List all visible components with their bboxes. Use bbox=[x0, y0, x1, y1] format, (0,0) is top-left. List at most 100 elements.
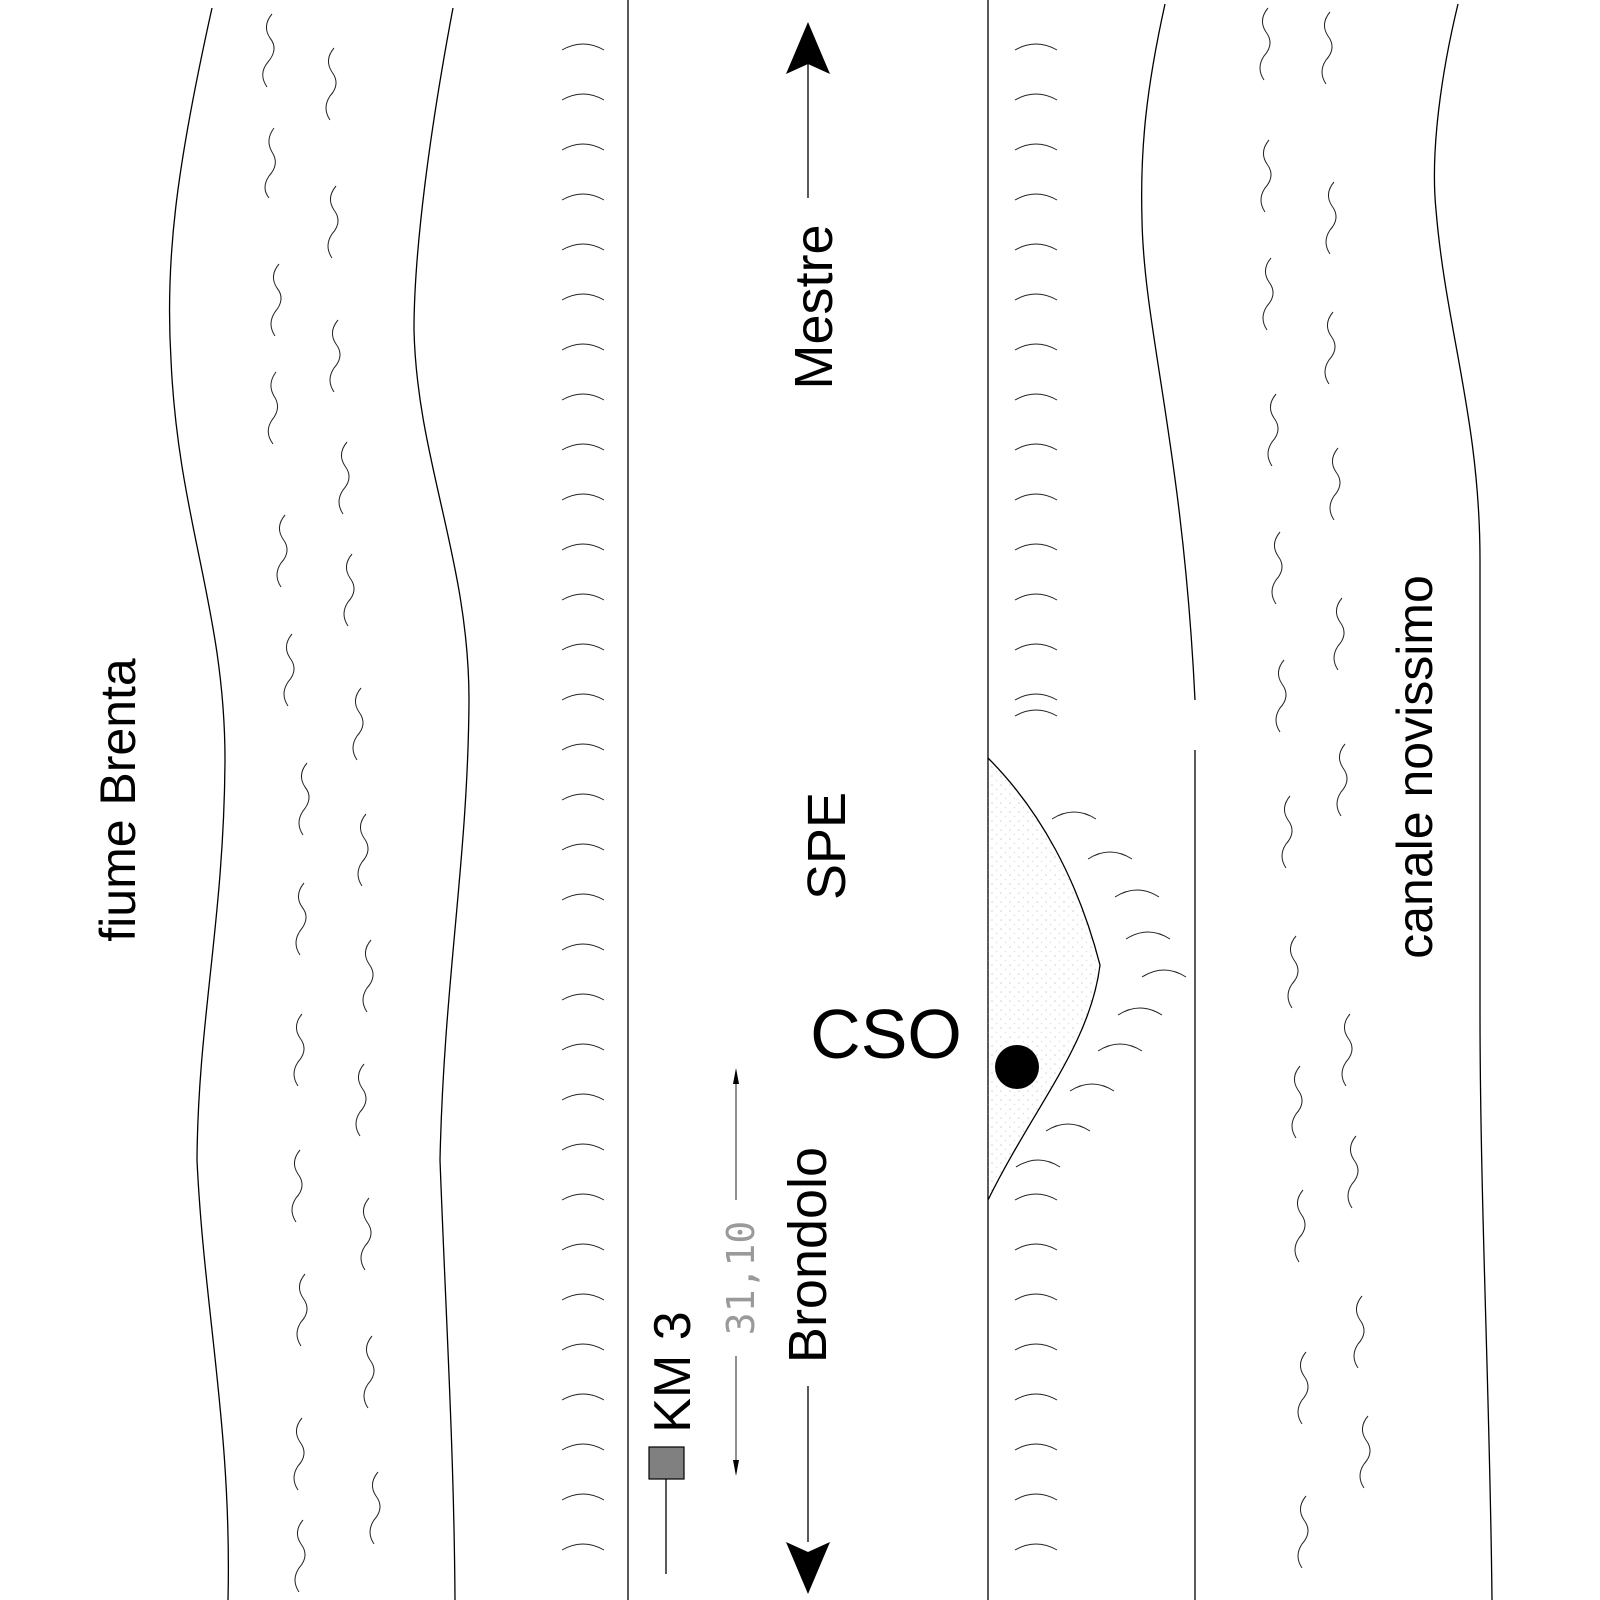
embankment-hatch-mark bbox=[1014, 43, 1058, 51]
water-ripple-2 bbox=[264, 127, 276, 199]
embankment-hatch-mark bbox=[1014, 93, 1058, 101]
embankment-hatch-mark bbox=[1014, 393, 1058, 401]
canal-ripple-18 bbox=[1336, 743, 1348, 817]
embankment-hatch-mark bbox=[561, 1543, 605, 1551]
brenta-bank-left bbox=[168, 7, 230, 1600]
embankment-hatch-mark bbox=[561, 593, 605, 601]
canal-water-ripples bbox=[1259, 7, 1371, 1569]
embankment-hatch-mark bbox=[561, 1293, 605, 1301]
embankment-hatch-mark bbox=[561, 1193, 605, 1201]
embankment-hatch-mark bbox=[1014, 593, 1058, 601]
embankment-hatch-mark bbox=[1014, 493, 1058, 501]
water-ripple-25 bbox=[369, 1471, 381, 1545]
lay-by-area bbox=[987, 757, 1101, 1201]
embankment-hatch-mark bbox=[1014, 1493, 1058, 1501]
south-direction-arrow bbox=[786, 1386, 830, 1594]
water-ripple-1 bbox=[262, 13, 275, 88]
embankment-hatch-mark bbox=[561, 1393, 605, 1401]
south-destination-label: Brondolo bbox=[778, 1147, 838, 1363]
water-ripple-3 bbox=[270, 263, 282, 337]
lay-by-hatch-mark bbox=[1015, 1159, 1061, 1168]
lay-by-hatch-mark bbox=[1087, 851, 1133, 860]
canal-bank-left bbox=[1140, 3, 1196, 701]
embankment-hatch-mark bbox=[561, 543, 605, 551]
canal-ripple-19 bbox=[1341, 1013, 1353, 1087]
embankment-hatch-mark bbox=[1014, 1393, 1058, 1401]
water-ripple-8 bbox=[295, 882, 307, 956]
canal-ripple-5 bbox=[1271, 531, 1283, 605]
embankment-hatch-mark bbox=[561, 393, 605, 401]
lay-by-hatch-mark bbox=[1051, 811, 1097, 820]
canal-ripple-12 bbox=[1297, 1495, 1309, 1569]
embankment-hatch-mark bbox=[1014, 343, 1058, 351]
canal-ripple-6 bbox=[1275, 659, 1287, 733]
canal-label: canale novissimo bbox=[1387, 575, 1443, 959]
embankment-hatch-mark bbox=[561, 1493, 605, 1501]
lay-by-hatch-mark bbox=[1097, 1043, 1143, 1052]
canal-ripple-17 bbox=[1333, 597, 1345, 671]
canal-ripple-4 bbox=[1267, 393, 1279, 467]
water-ripple-13 bbox=[294, 1519, 306, 1593]
embankment-hatch-mark bbox=[561, 643, 605, 651]
lay-by-hatch-mark bbox=[1069, 1083, 1115, 1092]
kilometer-square-icon bbox=[648, 1446, 685, 1480]
lay-by-hatching bbox=[1015, 811, 1187, 1168]
water-ripple-20 bbox=[357, 813, 369, 887]
embankment-hatch-mark bbox=[1014, 243, 1058, 251]
north-direction-arrow bbox=[786, 22, 830, 198]
canal-ripple-13 bbox=[1321, 11, 1333, 85]
water-ripple-7 bbox=[298, 762, 310, 836]
water-ripple-22 bbox=[355, 1063, 367, 1137]
embankment-hatch-mark bbox=[1014, 1543, 1058, 1551]
brenta-bank-right bbox=[413, 7, 470, 1600]
arrowhead-up-icon bbox=[786, 22, 830, 74]
river-label: fiume Brenta bbox=[90, 658, 146, 942]
embankment-hatch-mark bbox=[1014, 143, 1058, 151]
site-marker-icon bbox=[995, 1045, 1039, 1089]
water-ripple-16 bbox=[329, 319, 341, 393]
water-ripple-23 bbox=[360, 1197, 372, 1271]
lay-by-hatch-mark bbox=[1114, 889, 1160, 898]
canal-ripple-14 bbox=[1325, 181, 1337, 255]
canal-ripple-21 bbox=[1353, 1295, 1365, 1369]
embankment-hatch-mark bbox=[561, 443, 605, 451]
canal-ripple-10 bbox=[1294, 1189, 1306, 1263]
dimension-arrow-up-icon bbox=[733, 1068, 739, 1084]
canal-ripple-20 bbox=[1347, 1135, 1359, 1209]
water-ripple-10 bbox=[291, 1149, 303, 1223]
water-ripple-5 bbox=[276, 514, 288, 588]
canal-ripple-15 bbox=[1324, 311, 1336, 385]
embankment-hatch-mark bbox=[1014, 293, 1058, 301]
embankment-hatch-mark bbox=[561, 843, 605, 851]
embankment-hatch-mark bbox=[1014, 693, 1058, 701]
embankment-hatching-west bbox=[561, 43, 605, 1551]
embankment-hatch-mark bbox=[561, 1343, 605, 1351]
water-ripple-4 bbox=[267, 371, 278, 445]
water-ripple-14 bbox=[325, 47, 337, 121]
water-ripple-9 bbox=[293, 1013, 305, 1087]
embankment-hatch-mark bbox=[561, 1093, 605, 1101]
embankment-hatch-mark bbox=[561, 143, 605, 151]
canal-ripple-2 bbox=[1260, 139, 1272, 213]
embankment-hatch-mark bbox=[561, 943, 605, 951]
embankment-hatch-mark bbox=[561, 993, 605, 1001]
embankment-hatch-mark bbox=[561, 793, 605, 801]
lay-by-hatch-mark bbox=[1045, 1123, 1091, 1132]
canal-ripple-9 bbox=[1291, 1065, 1303, 1139]
road-label: SPE bbox=[797, 792, 857, 900]
embankment-hatch-mark bbox=[1014, 1293, 1058, 1301]
water-ripple-19 bbox=[352, 687, 364, 761]
water-ripple-11 bbox=[296, 1273, 308, 1347]
embankment-hatch-mark bbox=[1014, 1343, 1058, 1351]
kilometer-label: KM 3 bbox=[644, 1311, 702, 1432]
water-ripple-6 bbox=[283, 633, 295, 707]
canal-bank-right bbox=[1433, 3, 1493, 1600]
dimension-arrow-down-icon bbox=[733, 1460, 739, 1476]
embankment-hatch-mark bbox=[561, 93, 605, 101]
water-ripple-18 bbox=[343, 553, 355, 627]
distance-dimension bbox=[733, 1068, 739, 1476]
embankment-hatching-east bbox=[1014, 43, 1058, 1551]
embankment-hatch-mark bbox=[561, 43, 605, 51]
embankment-hatch-mark bbox=[561, 193, 605, 201]
